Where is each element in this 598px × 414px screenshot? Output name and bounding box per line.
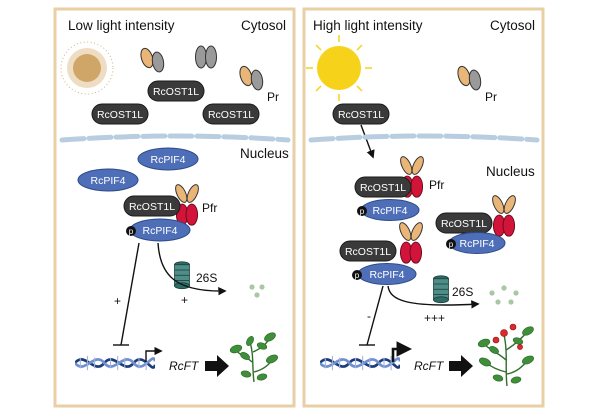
ost-label: RcOST1L [208,109,254,121]
inhibition-line [366,285,384,346]
degradation-arrow [387,285,480,309]
phospho-label: p [129,227,134,236]
inhibition-line [120,242,140,346]
pif-label: RcPIF4 [90,175,125,187]
left-26s-label: 26S [196,271,217,285]
peptide-dot [513,290,519,296]
pif-label: RcPIF4 [459,238,494,250]
phospho-icon: p [446,239,456,249]
ost-label: RcOST1L [441,218,487,230]
nuclear-membrane [308,133,540,143]
proteasome-icon [433,275,449,304]
ost-label: RcOST1L [97,109,143,121]
left-pr-label: Pr [267,90,279,104]
pif-label: RcPIF4 [150,154,185,166]
right-panel: High light intensity Cytosol Pr RcOST1L … [302,7,545,408]
left-nucleus-label: Nucleus [240,146,289,161]
peptide-dot [495,299,501,305]
peptide-dot [259,284,265,290]
ost-label: RcOST1L [360,182,406,194]
phospho-label: p [360,207,365,216]
nuclear-membrane [59,133,291,143]
right-title: High light intensity [313,18,423,33]
flowering-plant-icon [477,323,534,387]
left-plus-inhibition: + [114,294,121,308]
ost-pill: RcOST1L [91,103,149,125]
tss-arrow [145,346,163,362]
left-plus-degradation: + [181,293,188,307]
right-26s-label: 26S [452,285,473,299]
pif-pill: RcPIF4 [77,168,139,192]
low-light-sun-icon [60,41,114,95]
peptide-dot [249,284,255,290]
plant-icon [229,332,278,383]
phospho-icon: p [126,226,136,236]
pif-pill: RcPIF4 [129,218,191,242]
ost-label: RcOST1L [129,201,175,213]
pif-pill: RcPIF4 [357,263,417,285]
tss-arrow [391,341,413,362]
left-pfr-label: Pfr [202,201,217,215]
import-arrow [360,124,375,159]
ost-label: RcOST1L [345,246,391,258]
pif-label: RcPIF4 [369,269,404,281]
right-minus: - [367,309,371,323]
pif-label: RcPIF4 [142,225,177,237]
phospho-icon: p [357,206,367,216]
right-gene-label: RcFT [414,359,445,373]
phospho-label: p [355,271,360,280]
ost-pill: RcOST1L [202,103,260,125]
peptide-dot [489,290,495,296]
expression-arrow-icon [205,355,229,377]
ost-pill: RcOST1L [339,240,397,262]
peptide-dot [501,285,507,291]
left-gene-label: RcFT [169,359,200,373]
left-title: Low light intensity [68,18,175,33]
phospho-label: p [449,240,454,249]
ost-pill: RcOST1L [332,103,390,125]
ost-pill: RcOST1L [354,176,412,198]
pif-pill: RcPIF4 [360,199,420,221]
right-plus-degradation: +++ [424,311,445,325]
right-pfr-label: Pfr [429,178,444,192]
phospho-icon: p [352,270,362,280]
right-pr-label: Pr [485,90,497,104]
pif-pill: RcPIF4 [137,147,199,171]
high-light-sun-icon [306,35,372,101]
left-panel: Low light intensity Cytosol Pr RcOST1L R… [53,7,296,408]
pif-pill: RcPIF4 [448,232,506,254]
left-cytosol-label: Cytosol [241,18,286,33]
ost-label: RcOST1L [153,86,199,98]
ost-label: RcOST1L [338,109,384,121]
pif-label: RcPIF4 [372,205,407,217]
peptide-dot [508,299,514,305]
ost-pill: RcOST1L [435,212,493,234]
peptide-dot [254,292,260,298]
ost-pill: RcOST1L [123,195,181,217]
degradation-arrow [157,242,227,296]
right-cytosol-label: Cytosol [490,18,535,33]
right-nucleus-label: Nucleus [486,164,535,179]
ost-pill: RcOST1L [147,80,205,102]
expression-arrow-icon [449,355,473,377]
